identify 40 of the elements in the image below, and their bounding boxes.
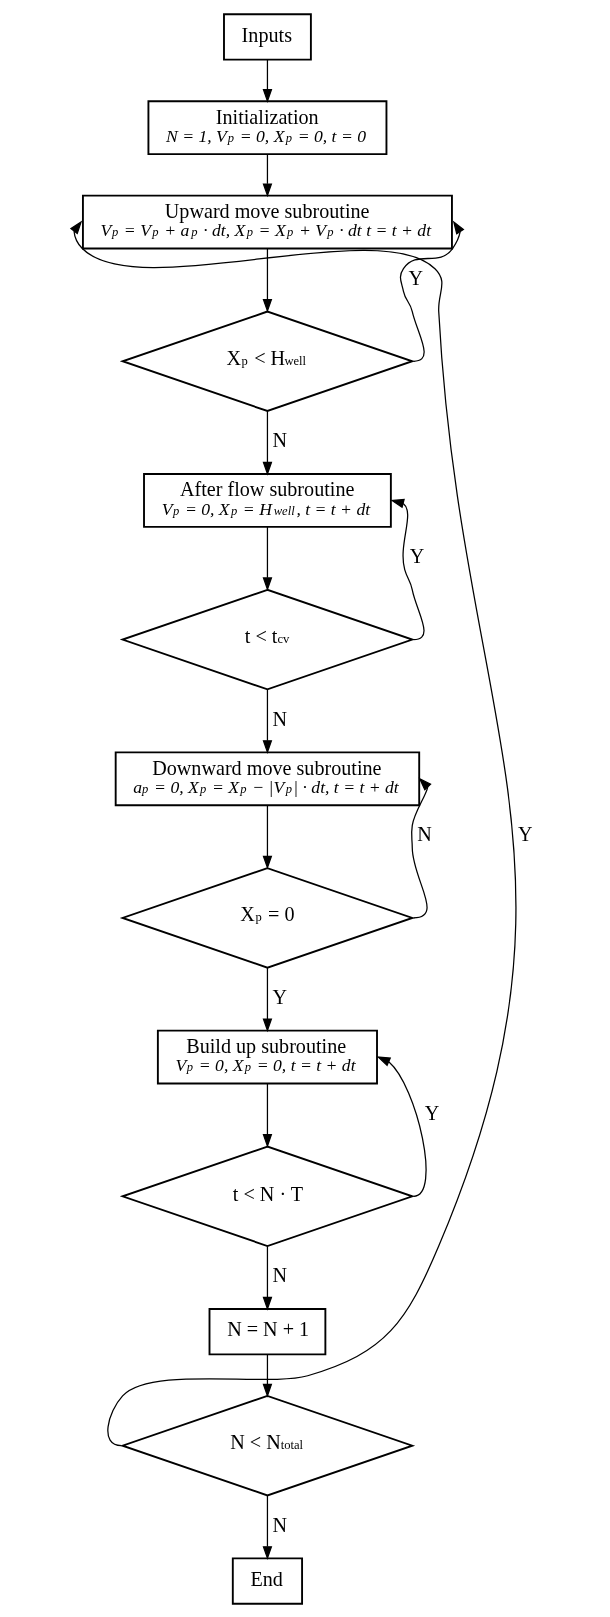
arrow	[262, 409, 272, 476]
edge-label: Y	[271, 985, 287, 1008]
node-box: N = N + 1	[208, 1307, 326, 1355]
node-diamond: t < N · T	[119, 1145, 415, 1247]
node-box: Inputs	[222, 12, 312, 61]
arrow	[262, 1082, 272, 1148]
arrow	[262, 1494, 272, 1560]
arrow	[262, 58, 272, 103]
node-box: Upward move subroutine Vp = Vp + ap · dt, Xp = Xp + Vp · dt t = t + dt	[81, 194, 453, 249]
node-box: Build up subroutine Vp = 0, Xp = 0, t = t + dt	[156, 1029, 378, 1084]
edge-label: N	[271, 428, 287, 451]
arrow	[262, 153, 272, 197]
edge-label: N	[271, 707, 287, 730]
edge-label: Y	[409, 544, 424, 567]
arrow	[262, 1245, 272, 1311]
node-diamond: Xp < Hwell	[119, 310, 415, 412]
node-box: After flow subroutine Vp = 0, Xp = Hwell, t = t + dt	[142, 472, 392, 528]
arrow	[262, 966, 272, 1032]
arrow	[69, 220, 516, 1446]
arrow	[262, 804, 272, 870]
node-box: Downward move subroutine ap = 0, Xp = Xp − |Vp| · dt, t = t + dt	[114, 750, 420, 806]
node-diamond: N < Ntotal	[119, 1394, 415, 1496]
edge-label: Y	[407, 266, 423, 289]
arrow	[399, 220, 464, 362]
edge-label: Y	[424, 1101, 439, 1124]
node-diamond: Xp = 0	[119, 866, 415, 969]
edge-label: Y	[517, 822, 533, 845]
arrow	[262, 247, 272, 313]
arrow	[389, 498, 425, 640]
node-box: Initialization N = 1, Vp = 0, Xp = 0, t = 0	[146, 99, 387, 155]
node-box: End	[231, 1556, 303, 1605]
edge-label: N	[271, 1513, 287, 1536]
arrow	[262, 1353, 272, 1398]
arrow	[376, 1055, 427, 1197]
arrow	[262, 525, 272, 591]
node-diamond: t < tcv	[119, 588, 415, 690]
edge-label: N	[271, 1263, 287, 1286]
edge-label: N	[416, 822, 432, 845]
arrow	[262, 688, 272, 754]
arrow	[410, 776, 432, 919]
